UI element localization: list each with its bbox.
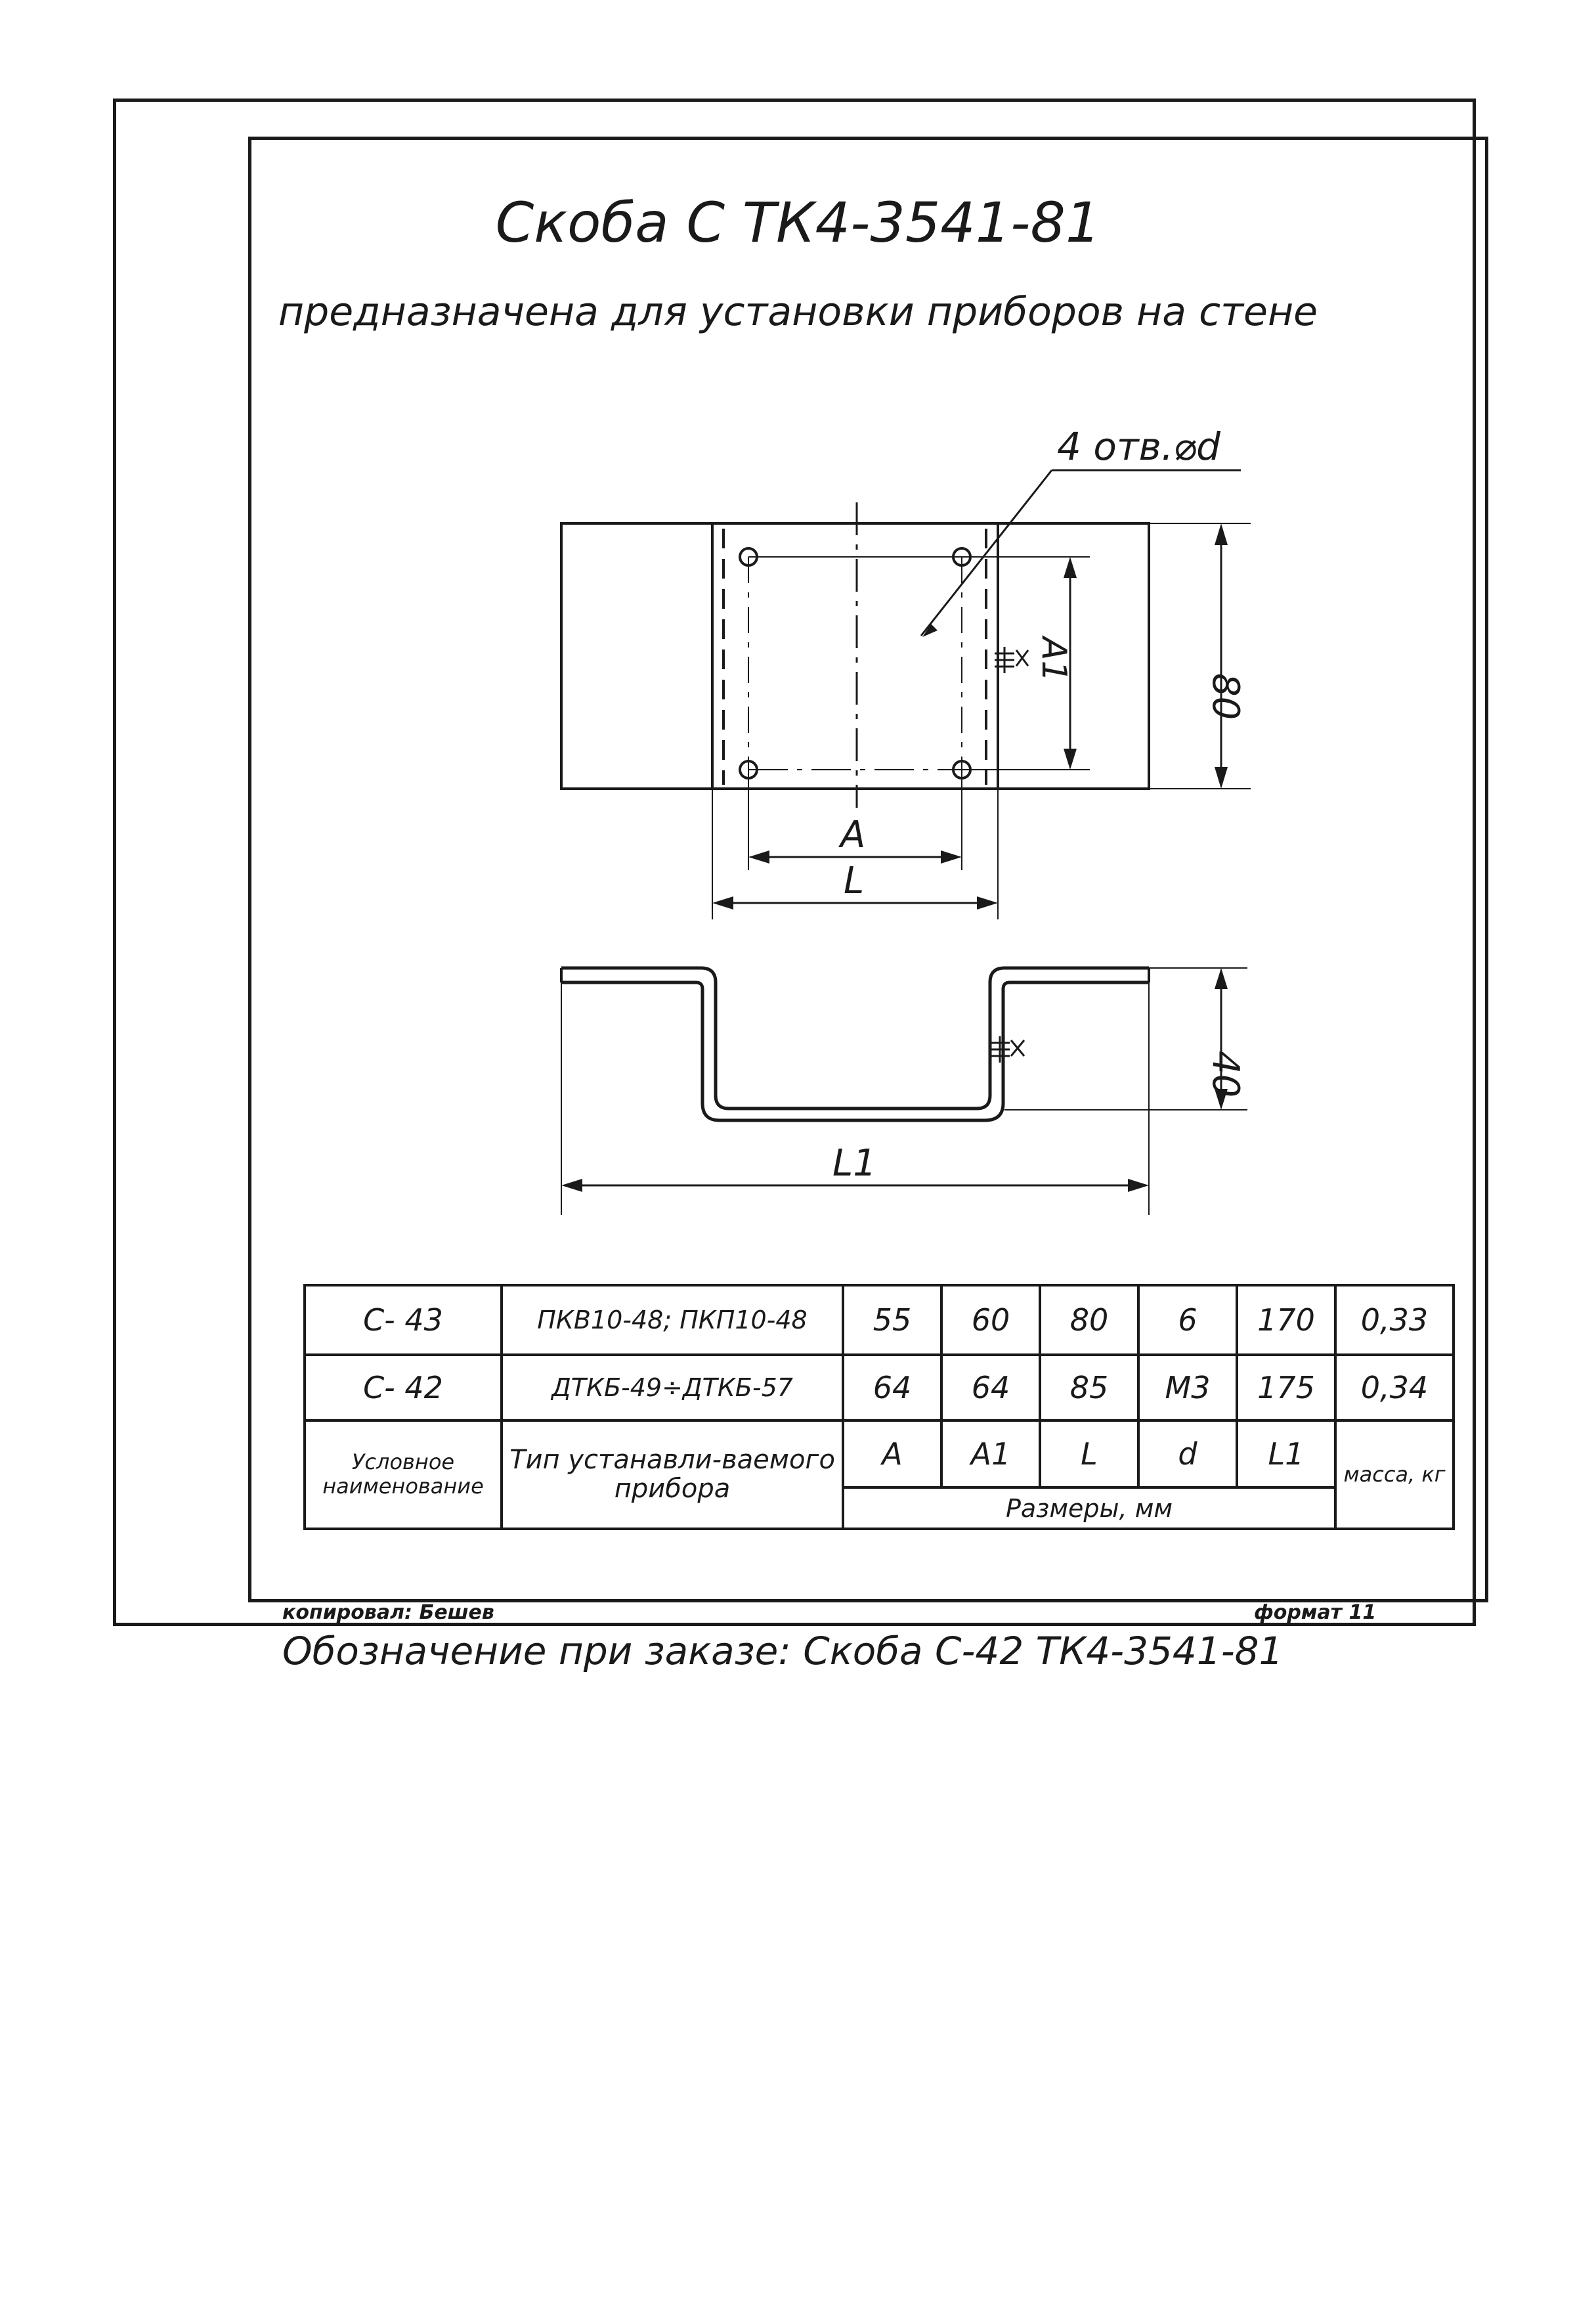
footer-format: формат 11 xyxy=(1254,1601,1377,1624)
spec-table: С- 43 ПКВ10-48; ПКП10-48 55 60 80 6 170 … xyxy=(303,1284,1455,1530)
cell-device: ДТКБ-49÷ДТКБ-57 xyxy=(500,1353,844,1422)
cell-d: М3 xyxy=(1137,1353,1238,1422)
table-header-row: Условное наименование Тип устанавли-ваем… xyxy=(303,1418,1455,1530)
header-sizes: Размеры, мм xyxy=(842,1486,1337,1530)
outer-frame xyxy=(113,99,1476,1626)
hole-top-left xyxy=(739,547,758,567)
top-view-outline xyxy=(560,522,1150,790)
cell-l1: 170 xyxy=(1236,1284,1337,1356)
cell-l: 85 xyxy=(1039,1353,1140,1422)
page-subtitle: предназначена для установки приборов на … xyxy=(278,289,1318,335)
cell-mass: 0,33 xyxy=(1334,1284,1455,1356)
header-name: Условное наименование xyxy=(303,1418,503,1530)
inner-frame xyxy=(248,137,1488,1602)
hole-leader xyxy=(920,470,1053,636)
cell-d: 6 xyxy=(1137,1284,1238,1356)
cell-mass: 0,34 xyxy=(1334,1353,1455,1422)
header-mass: масса, кг xyxy=(1334,1418,1455,1530)
arrowheads xyxy=(561,523,1228,1192)
table-row: С- 42 ДТКБ-49÷ДТКБ-57 64 64 85 М3 175 0,… xyxy=(303,1353,1455,1422)
dim-40-text: 40 xyxy=(1204,1051,1247,1097)
cell-a: 55 xyxy=(842,1284,943,1356)
cell-a: 64 xyxy=(842,1353,943,1422)
footer-copied: копировал: Бешев xyxy=(282,1601,494,1624)
header-device: Тип устанавли-ваемого прибора xyxy=(500,1418,844,1530)
holes-note: 4 отв.⌀d xyxy=(1057,424,1221,469)
header-l1: L1 xyxy=(1236,1418,1337,1489)
cell-name: С- 42 xyxy=(303,1353,503,1422)
cell-device: ПКВ10-48; ПКП10-48 xyxy=(500,1284,844,1356)
header-a: A xyxy=(842,1418,943,1489)
cell-a1: 64 xyxy=(940,1353,1041,1422)
cell-l: 80 xyxy=(1039,1284,1140,1356)
cell-name: С- 43 xyxy=(303,1284,503,1356)
cell-a1: 60 xyxy=(940,1284,1041,1356)
dim-a-text: A xyxy=(838,814,865,856)
weld-mark-icon xyxy=(990,647,1029,1063)
side-profile-outer xyxy=(561,966,1149,1111)
dim-a1-text: A1 xyxy=(1034,635,1073,682)
table-header-row: Размеры, мм xyxy=(305,1486,1454,1530)
header-a1: A1 xyxy=(940,1418,1041,1489)
dim-l1-text: L1 xyxy=(832,1142,876,1185)
cell-l1: 175 xyxy=(1236,1353,1337,1422)
side-profile-inner xyxy=(561,980,1149,1122)
page-title: Скоба С ТК4-3541-81 xyxy=(495,190,1101,255)
order-designation: Обозначение при заказе: Скоба С-42 ТК4-3… xyxy=(282,1629,1283,1673)
header-d: d xyxy=(1137,1418,1238,1489)
dim-80-text: 80 xyxy=(1204,673,1247,720)
dim-l-text: L xyxy=(844,860,864,902)
table-row: С- 43 ПКВ10-48; ПКП10-48 55 60 80 6 170 … xyxy=(303,1284,1455,1356)
header-l: L xyxy=(1039,1418,1140,1489)
